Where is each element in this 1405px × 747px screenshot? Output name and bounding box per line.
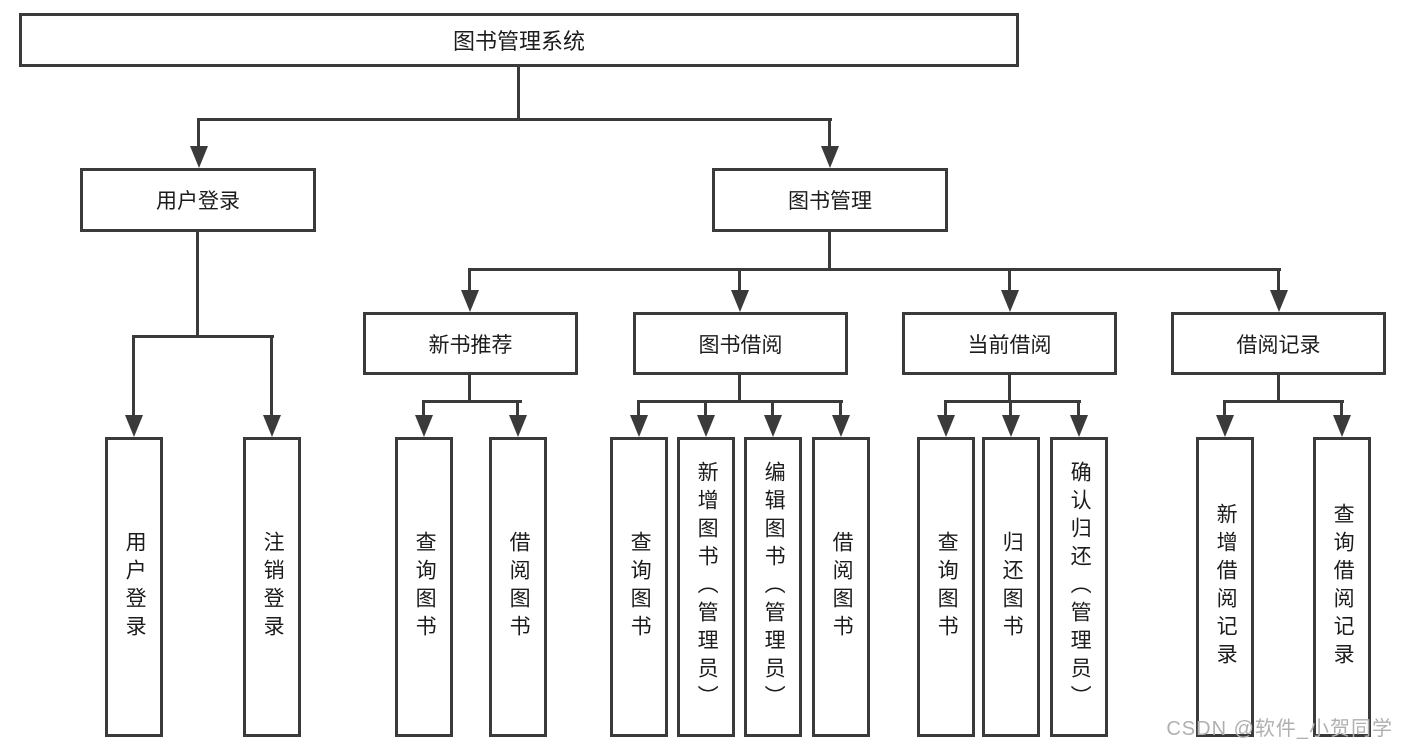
node-book-borrowing: 图书借阅 — [633, 312, 848, 375]
connector-line — [1223, 400, 1344, 403]
connector-line — [468, 268, 471, 292]
connector-line — [1009, 400, 1012, 416]
leaf-add-borrow-record: 新增借阅记录 — [1196, 437, 1254, 737]
arrow-down-icon — [190, 146, 208, 168]
connector-line — [270, 335, 273, 415]
arrow-down-icon — [731, 290, 749, 312]
arrow-down-icon — [832, 415, 850, 437]
connector-line — [1008, 373, 1011, 402]
node-user-login: 用户登录 — [80, 168, 316, 232]
connector-line — [944, 400, 947, 416]
connector-line — [1077, 400, 1080, 416]
node-new-book-recommendation: 新书推荐 — [363, 312, 578, 375]
arrow-down-icon — [1001, 290, 1019, 312]
arrow-down-icon — [1070, 415, 1088, 437]
connector-line — [828, 118, 831, 146]
arrow-down-icon — [461, 290, 479, 312]
node-current-borrowing: 当前借阅 — [902, 312, 1117, 375]
connector-line — [637, 400, 640, 416]
connector-line — [839, 400, 842, 416]
leaf-query-books-borrowing: 查询图书 — [610, 437, 668, 737]
arrow-down-icon — [1002, 415, 1020, 437]
arrow-down-icon — [697, 415, 715, 437]
leaf-edit-books-admin: 编辑图书（管理员） — [744, 437, 802, 737]
arrow-down-icon — [1216, 415, 1234, 437]
leaf-query-borrow-record: 查询借阅记录 — [1313, 437, 1371, 737]
connector-line — [422, 400, 522, 403]
node-borrowing-records: 借阅记录 — [1171, 312, 1386, 375]
arrow-down-icon — [764, 415, 782, 437]
leaf-user-login: 用户登录 — [105, 437, 163, 737]
arrow-down-icon — [1333, 415, 1351, 437]
arrow-down-icon — [509, 415, 527, 437]
connector-line — [516, 400, 519, 416]
connector-line — [132, 335, 135, 415]
leaf-logout: 注销登录 — [243, 437, 301, 737]
connector-line — [944, 400, 1081, 403]
leaf-add-books-admin: 新增图书（管理员） — [677, 437, 735, 737]
leaf-query-books-recommend: 查询图书 — [395, 437, 453, 737]
leaf-return-books: 归还图书 — [982, 437, 1040, 737]
arrow-down-icon — [821, 146, 839, 168]
connector-line — [468, 373, 471, 402]
connector-line — [1008, 268, 1011, 292]
node-book-management: 图书管理 — [712, 168, 948, 232]
connector-line — [738, 373, 741, 402]
arrow-down-icon — [1270, 290, 1288, 312]
leaf-confirm-return-admin: 确认归还（管理员） — [1050, 437, 1108, 737]
connector-line — [1223, 400, 1226, 416]
arrow-down-icon — [630, 415, 648, 437]
leaf-borrow-books: 借阅图书 — [812, 437, 870, 737]
arrow-down-icon — [263, 415, 281, 437]
connector-line — [1277, 373, 1280, 402]
connector-line — [637, 400, 843, 403]
leaf-borrow-books-recommend: 借阅图书 — [489, 437, 547, 737]
connector-line — [517, 67, 520, 120]
connector-line — [196, 230, 199, 337]
connector-line — [197, 118, 200, 146]
csdn-watermark: CSDN @软件_小贺同学 — [1166, 718, 1393, 740]
arrow-down-icon — [415, 415, 433, 437]
connector-line — [704, 400, 707, 416]
arrow-down-icon — [937, 415, 955, 437]
leaf-query-books-current: 查询图书 — [917, 437, 975, 737]
connector-line — [422, 400, 425, 416]
connector-line — [771, 400, 774, 416]
connector-line — [197, 118, 832, 121]
connector-line — [1277, 268, 1280, 292]
connector-line — [1340, 400, 1343, 416]
arrow-down-icon — [125, 415, 143, 437]
connector-line — [738, 268, 741, 292]
node-library-management-system: 图书管理系统 — [19, 13, 1019, 67]
connector-line — [132, 335, 274, 338]
connector-line — [828, 230, 831, 270]
connector-line — [468, 268, 1281, 271]
